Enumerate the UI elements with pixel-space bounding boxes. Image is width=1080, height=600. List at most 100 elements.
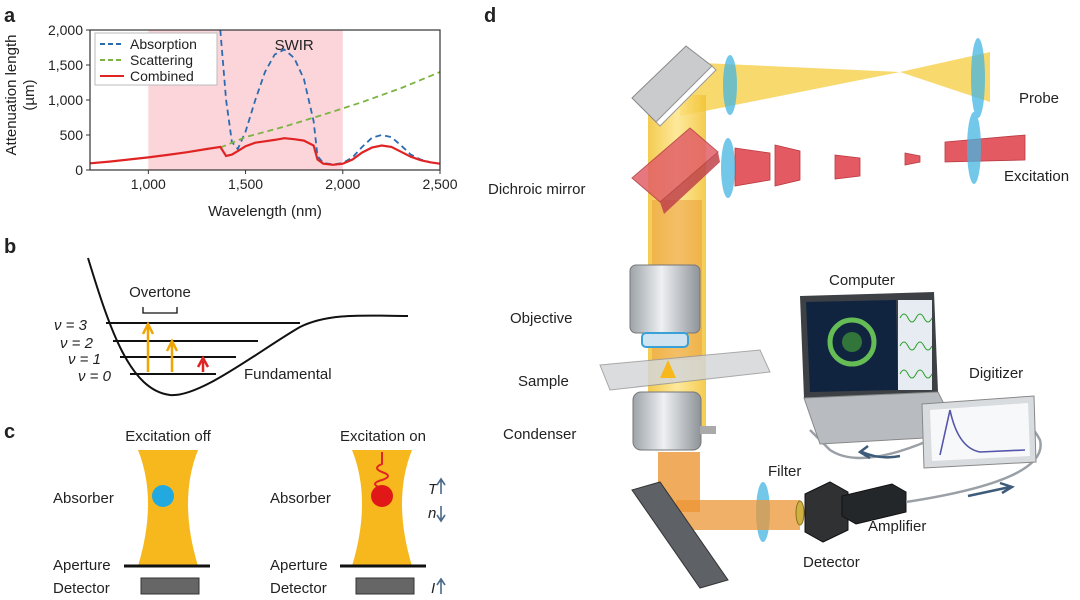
sample-label: Sample (518, 373, 569, 390)
arrow-up-icon (436, 577, 446, 594)
tick-layer: 1,000 1,500 2,000 2,500 0 500 1,000 1,500 2,000 (48, 22, 458, 192)
lens-probe-1 (723, 55, 737, 115)
plot-trace-3 (899, 369, 933, 379)
absorber-on (371, 485, 393, 507)
condenser-knob (700, 426, 716, 434)
intensity-label: I (431, 580, 435, 597)
top-mirror-edge (655, 65, 717, 127)
overtone-arrow-1 (141, 321, 155, 372)
beam-on (352, 450, 412, 566)
amplifier-element (841, 483, 907, 525)
y-axis-label-line1: Attenuation length (3, 35, 20, 156)
y-tick-label: 1,500 (48, 57, 83, 73)
level-label-v2: ν = 2 (60, 335, 94, 352)
objective-tip (641, 332, 689, 348)
horizontal-output-beam (676, 500, 800, 530)
potential-well-curve (87, 257, 409, 397)
energy-level-diagram (87, 257, 409, 397)
filter-element (795, 500, 805, 526)
excitation-beam (734, 134, 1026, 187)
plot-trace-1 (899, 313, 933, 323)
detector-label: Detector (803, 554, 860, 571)
series-line-scattering (219, 71, 440, 149)
axes-frame (89, 29, 441, 171)
sample-focus (660, 360, 676, 378)
x-tick-label: 2,000 (325, 176, 360, 192)
overtone-label: Overtone (129, 284, 191, 301)
probe-beam (680, 52, 990, 116)
dichroic-mirror-label: Dichroic mirror (488, 181, 586, 198)
overtone-arrow-2 (165, 338, 179, 372)
x-tick-label: 2,500 (422, 176, 457, 192)
temperature-label: T (428, 481, 439, 498)
filter-label: Filter (768, 463, 801, 480)
digitizer-label: Digitizer (969, 365, 1023, 382)
legend-entry: Absorption (130, 36, 197, 52)
y-tick-label: 1,000 (48, 92, 83, 108)
arrow-up-icon (436, 477, 446, 494)
aperture-label-off: Aperture (53, 557, 111, 574)
absorber-label-on: Absorber (270, 490, 331, 507)
level-label-v3: ν = 3 (54, 317, 88, 334)
lens-excitation-2 (967, 112, 981, 184)
amplifier-label: Amplifier (868, 518, 926, 535)
bottom-mirror (631, 481, 729, 589)
detector-element (804, 481, 849, 543)
series-line-absorption (219, 30, 440, 166)
panel-label-c: c (4, 421, 15, 443)
excitation-on-title: Excitation on (340, 428, 426, 445)
legend-entry: Scattering (130, 52, 193, 68)
level-label-v0: ν = 0 (78, 368, 112, 385)
arrow-right-icon (967, 481, 1015, 498)
lens-excitation-1 (721, 138, 735, 198)
legend-entry: Combined (130, 68, 194, 84)
x-tick-label: 1,000 (131, 176, 166, 192)
detector-off (140, 577, 200, 595)
x-axis-label: Wavelength (nm) (208, 203, 322, 220)
excitation-wave (374, 452, 389, 489)
excitation-label: Excitation (1004, 168, 1069, 185)
objective-label: Objective (510, 310, 573, 327)
series-layer (90, 30, 440, 166)
y-tick-label: 0 (75, 162, 83, 178)
detector-label-off: Detector (53, 580, 110, 597)
sample-slide (599, 349, 771, 391)
lens-probe-2 (971, 38, 985, 118)
detector-label-on: Detector (270, 580, 327, 597)
arrow-down-icon (436, 506, 446, 523)
cell-image (827, 317, 877, 367)
panel-label-b: b (4, 236, 16, 258)
digitizer-trace (939, 409, 1026, 456)
panel-label-d: d (484, 5, 496, 27)
overtone-bracket (142, 307, 178, 314)
absorber-label-off: Absorber (53, 490, 114, 507)
x-tick-label: 1,500 (228, 176, 263, 192)
computer-label: Computer (829, 272, 895, 289)
objective-lens (629, 264, 701, 334)
y-tick-label: 500 (60, 127, 84, 143)
series-line-combined (90, 137, 440, 166)
detector-on (355, 577, 415, 595)
condenser-label: Condenser (503, 426, 576, 443)
panel-label-a: a (4, 5, 16, 27)
fundamental-label: Fundamental (244, 366, 332, 383)
probe-label: Probe (1019, 90, 1059, 107)
arrow-left-icon (857, 445, 901, 460)
y-tick-label: 2,000 (48, 22, 83, 38)
aperture-label-on: Aperture (270, 557, 328, 574)
dichroic-mirror-edge (660, 152, 720, 214)
y-axis-label-line2: (µm) (21, 79, 38, 110)
index-label: n (428, 505, 436, 522)
level-label-v1: ν = 1 (68, 351, 101, 368)
beam-off (138, 450, 198, 566)
fundamental-arrow (196, 355, 210, 372)
digitizer-screen (930, 403, 1030, 461)
cell-image-core (842, 332, 862, 352)
condenser-lens (632, 391, 702, 451)
excitation-off-title: Excitation off (125, 428, 211, 445)
absorber-off (152, 485, 174, 507)
plot-trace-2 (899, 341, 933, 351)
